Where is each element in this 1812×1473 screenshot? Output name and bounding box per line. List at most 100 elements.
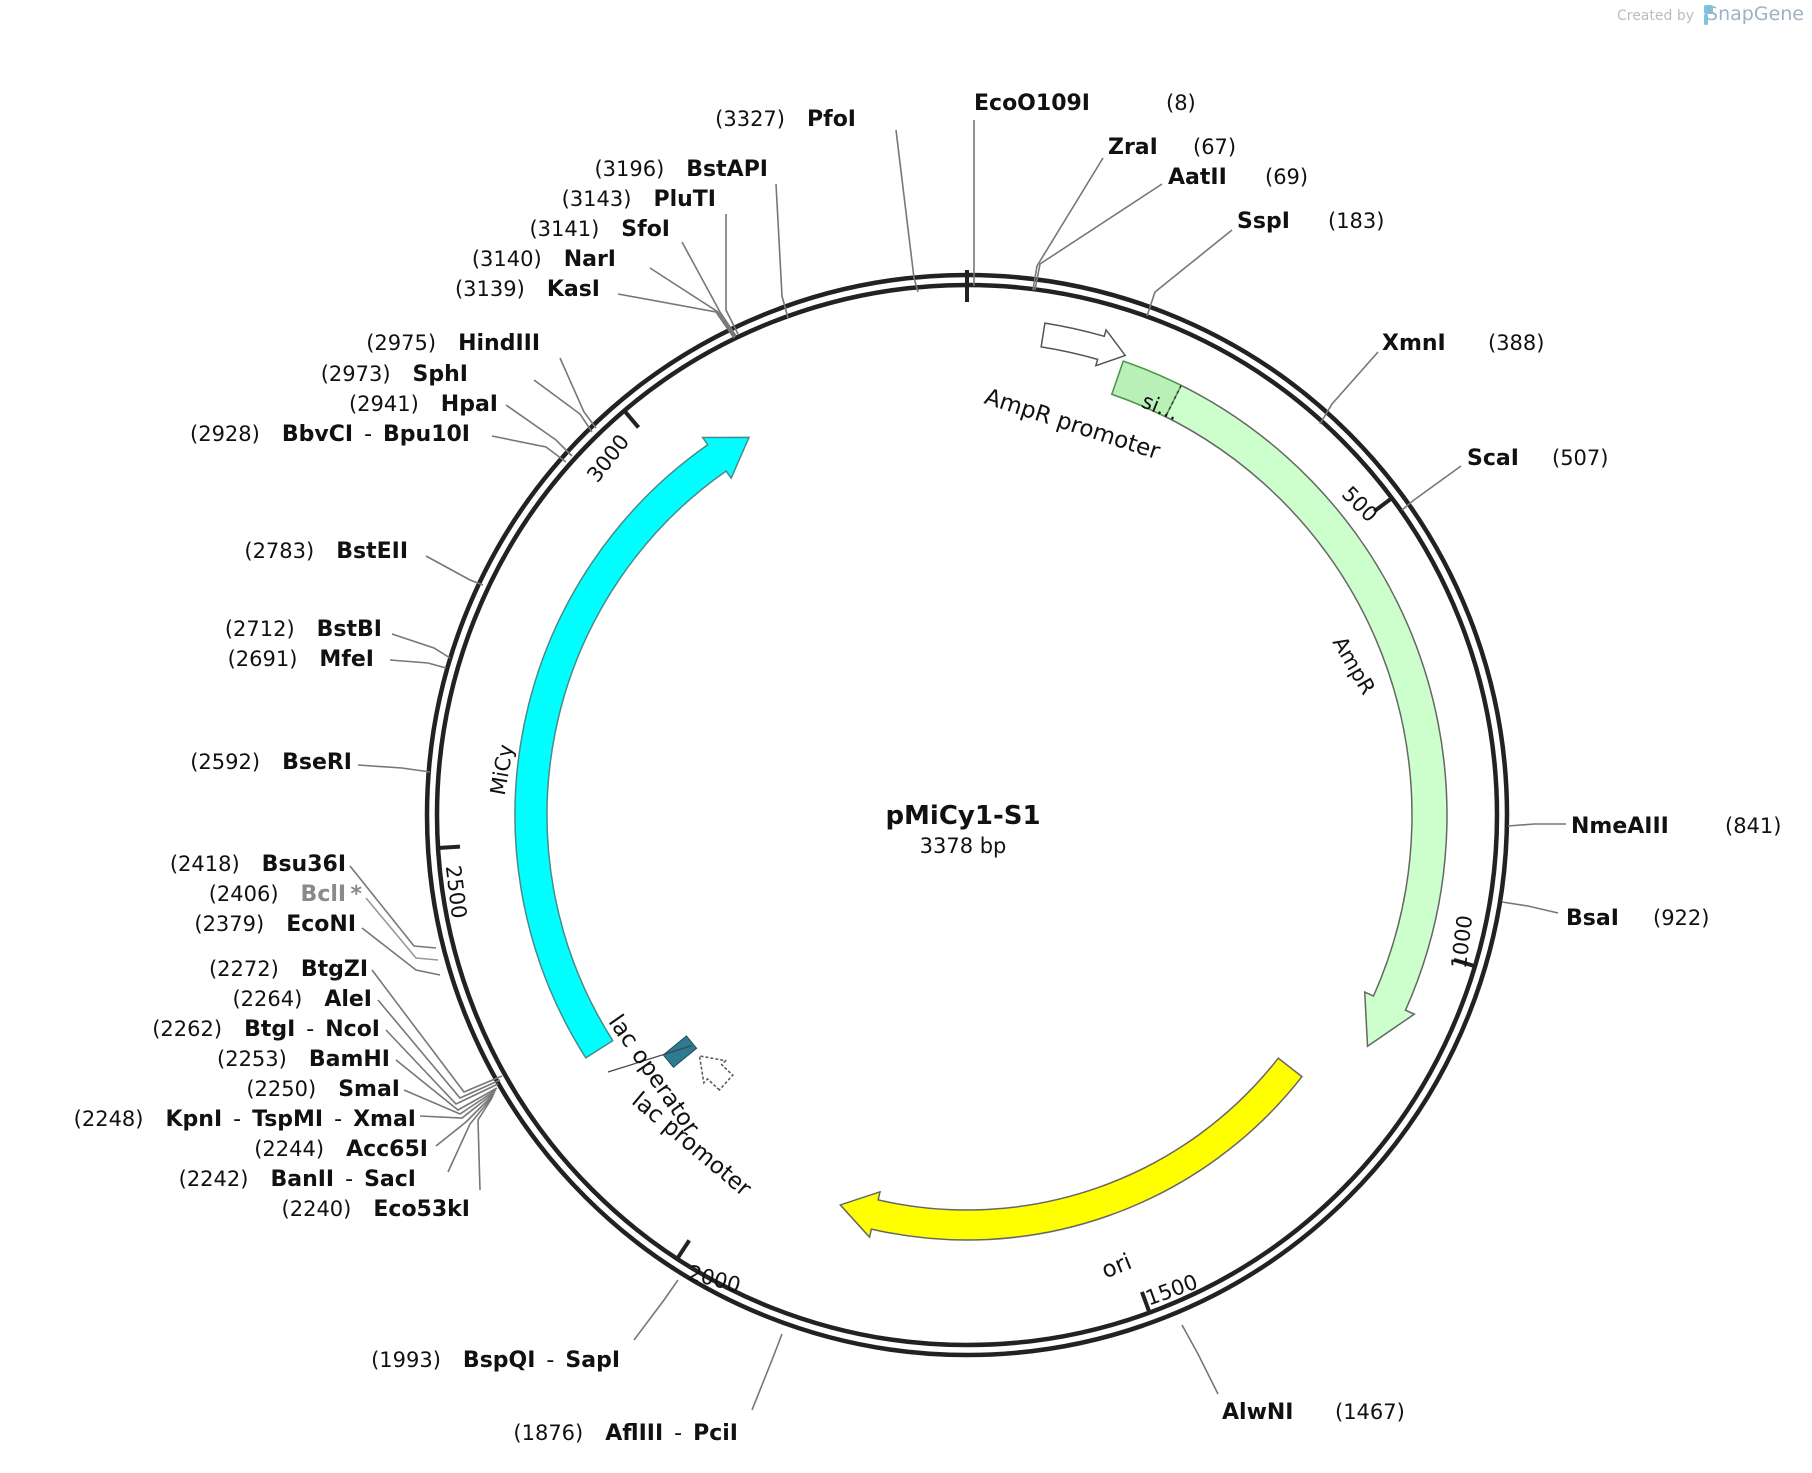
site-label[interactable]: (3327) PfoI (715, 107, 856, 132)
site-label[interactable]: (2928) BbvCI - Bpu10I (190, 422, 470, 447)
site-leader-line (559, 357, 597, 429)
site-enzyme-name[interactable]: XmnI (1382, 331, 1446, 356)
restriction-site[interactable]: XmnI(388) (1319, 331, 1544, 425)
restriction-site[interactable]: (2250) SmaI (246, 1077, 497, 1115)
site-label[interactable]: (3140) NarI (472, 247, 616, 272)
restriction-site[interactable]: (3143) PluTI (562, 187, 739, 335)
restriction-site[interactable]: EcoO109I(8) (973, 91, 1196, 286)
restriction-site[interactable]: (2418) Bsu36I (170, 852, 437, 949)
site-label[interactable]: (2379) EcoNI (194, 912, 356, 937)
site-enzyme-name: BstBI (317, 617, 382, 642)
site-enzyme-name[interactable]: EcoO109I (974, 91, 1090, 116)
restriction-site[interactable]: (1876) AflIII - PciI (513, 1333, 783, 1446)
site-label[interactable]: (2712) BstBI (225, 617, 382, 642)
restriction-site[interactable]: (2379) EcoNI (194, 912, 441, 976)
restriction-site[interactable]: (3196) BstAPI (594, 157, 789, 319)
site-label[interactable]: (2783) BstEII (244, 539, 408, 564)
site-gap (297, 647, 319, 672)
site-position: (2928) (190, 422, 260, 446)
ampr-feature-arrow[interactable] (1110, 360, 1448, 1048)
restriction-site[interactable]: SspI(183) (1146, 209, 1384, 317)
site-enzyme-name: TspMI (252, 1107, 323, 1132)
site-label[interactable]: (2250) SmaI (246, 1077, 400, 1102)
ori-feature-arrow[interactable] (838, 1057, 1303, 1241)
site-enzyme-name[interactable]: SspI (1237, 209, 1290, 234)
site-label[interactable]: (2406) BclI * (209, 882, 363, 907)
lac-promoter-arrow[interactable] (698, 1054, 734, 1092)
site-label[interactable]: (2592) BseRI (190, 750, 352, 775)
site-label[interactable]: (2272) BtgZI (209, 957, 368, 982)
site-enzyme-name: SphI (413, 362, 468, 387)
restriction-site[interactable]: (2975) HindIII (366, 331, 597, 429)
site-label[interactable]: (2248) KpnI - TspMI - XmaI (74, 1107, 416, 1132)
site-label[interactable]: (2691) MfeI (228, 647, 374, 672)
restriction-site[interactable]: NmeAIII(841) (1507, 814, 1781, 839)
restriction-site[interactable]: (2262) BtgI - NcoI (152, 1017, 499, 1105)
site-enzyme-name[interactable]: ScaI (1467, 446, 1519, 471)
restriction-site[interactable]: (3139) KasI (455, 277, 735, 339)
restriction-site[interactable]: (2941) HpaI (349, 392, 573, 457)
site-label[interactable]: (1876) AflIII - PciI (513, 1421, 738, 1446)
ampr-promoter-arrow[interactable] (1040, 322, 1127, 367)
site-enzyme-name: SfoI (621, 217, 670, 242)
site-enzyme-name[interactable]: AlwNI (1222, 1400, 1294, 1425)
site-label[interactable]: (3139) KasI (455, 277, 600, 302)
restriction-site[interactable]: AatII(69) (1034, 165, 1308, 291)
site-label[interactable]: (2253) BamHI (217, 1047, 390, 1072)
site-label[interactable]: (2941) HpaI (349, 392, 498, 417)
site-enzyme-name[interactable]: BsaI (1566, 906, 1619, 931)
restriction-site[interactable]: (2242) BanII - SacI (179, 1095, 494, 1192)
restriction-site[interactable]: (2272) BtgZI (209, 957, 503, 1093)
site-position: (1876) (513, 1421, 583, 1445)
snapgene-brand[interactable]: SnapGene (1706, 3, 1804, 25)
restriction-site[interactable]: (2712) BstBI (225, 617, 451, 659)
site-leader-line (349, 865, 437, 949)
signal-sequence-segment[interactable] (1110, 360, 1183, 418)
site-position: (67) (1193, 135, 1236, 159)
site-label[interactable]: (2975) HindIII (366, 331, 540, 356)
site-enzyme-name[interactable]: NmeAIII (1571, 814, 1669, 839)
restriction-site[interactable]: BsaI(922) (1501, 901, 1709, 931)
site-enzyme-name[interactable]: ZraI (1108, 135, 1158, 160)
restriction-site[interactable]: (2783) BstEII (244, 539, 484, 586)
restriction-site[interactable]: (3327) PfoI (715, 107, 919, 293)
restriction-site[interactable]: AlwNI(1467) (1181, 1324, 1405, 1425)
restriction-site[interactable]: (2253) BamHI (217, 1047, 498, 1111)
restriction-site[interactable]: (2691) MfeI (228, 647, 447, 672)
micy-feature-arrow[interactable] (514, 436, 751, 1059)
site-label[interactable]: (2262) BtgI - NcoI (152, 1017, 380, 1042)
site-label[interactable]: (3143) PluTI (562, 187, 716, 212)
site-label[interactable]: (2264) AleI (232, 987, 372, 1012)
restriction-site[interactable]: (2592) BseRI (190, 750, 431, 775)
restriction-site[interactable]: (2406) BclI * (209, 882, 439, 961)
site-leader-line (617, 293, 735, 339)
backbone-layer (424, 270, 1510, 1358)
site-leader-line (1032, 157, 1104, 291)
site-label[interactable]: (2244) Acc65I (254, 1137, 428, 1162)
site-label[interactable]: (3196) BstAPI (594, 157, 768, 182)
site-position: (2941) (349, 392, 419, 416)
restriction-site[interactable]: (2973) SphI (321, 362, 593, 433)
restriction-site[interactable]: (2244) Acc65I (254, 1093, 495, 1162)
lac-operator-box[interactable] (662, 1035, 698, 1069)
restriction-site[interactable]: (2240) Eco53kI (282, 1097, 493, 1222)
restriction-site[interactable]: (1993) BspQI - SapI (371, 1279, 679, 1373)
site-label[interactable]: (2242) BanII - SacI (179, 1167, 416, 1192)
restriction-site[interactable]: (2248) KpnI - TspMI - XmaI (74, 1091, 496, 1132)
restriction-site[interactable]: (2928) BbvCI - Bpu10I (190, 422, 567, 463)
restriction-site[interactable]: ZraI (67) (1032, 135, 1236, 291)
site-label[interactable]: (2418) Bsu36I (170, 852, 346, 877)
site-separator: - (535, 1348, 565, 1373)
site-leader-line (377, 999, 501, 1099)
site-label[interactable]: (2973) SphI (321, 362, 468, 387)
site-label[interactable]: (3141) SfoI (529, 217, 670, 242)
site-enzyme-name: EcoNI (286, 912, 356, 937)
restriction-site[interactable]: (2264) AleI (232, 987, 501, 1099)
restriction-site[interactable]: (3140) NarI (472, 247, 736, 338)
site-label[interactable]: (2240) Eco53kI (282, 1197, 470, 1222)
site-enzyme-name[interactable]: AatII (1168, 165, 1227, 190)
restriction-site[interactable]: ScaI(507) (1401, 446, 1608, 511)
restriction-site[interactable]: (3141) SfoI (529, 217, 737, 337)
site-label[interactable]: (1993) BspQI - SapI (371, 1348, 620, 1373)
site-position: (3143) (562, 187, 632, 211)
